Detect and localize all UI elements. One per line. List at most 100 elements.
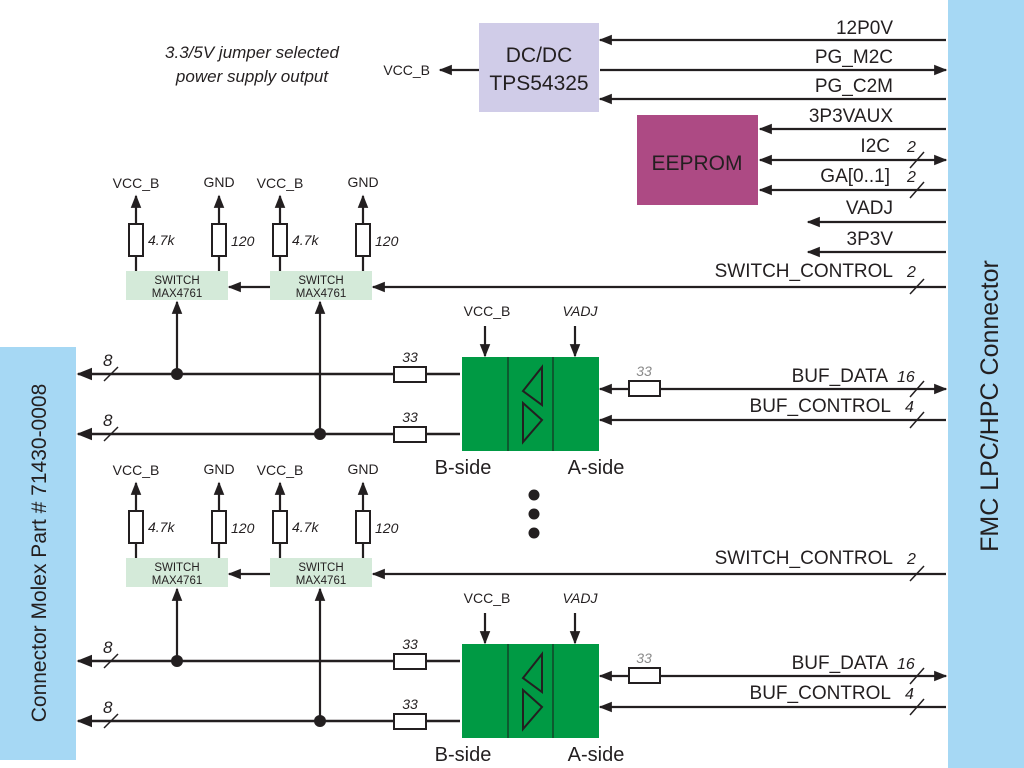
channel-1: SWITCHMAX4761VCC_B4.7kGND120SWITCHMAX476… [76, 174, 948, 479]
a-side-label: A-side [568, 744, 625, 766]
fmc-signal-pg-c2m: PG_C2M [598, 76, 946, 105]
pulldown-resistor [211, 510, 227, 544]
pullup-net-label: VCC_B [113, 175, 160, 191]
a-side-resistor [628, 380, 661, 397]
pulldown-net-label: GND [203, 174, 234, 190]
switch-label-line2: MAX4761 [152, 288, 203, 300]
switch-label-line1: SWITCH [154, 275, 199, 287]
switch-control-label: SWITCH_CONTROL [715, 261, 893, 282]
switch-label-line2: MAX4761 [152, 575, 203, 587]
bus-width-label: 8 [103, 351, 113, 370]
buffer-supply-a-label: VADJ [562, 303, 598, 319]
buf-control-label: BUF_CONTROL [750, 396, 891, 417]
pullup-resistor [128, 223, 144, 257]
switch-control-width: 2 [906, 551, 916, 568]
series-resistor [393, 426, 427, 443]
fmc-signal-ga: GA[0..1] 2 [758, 166, 946, 199]
series-resistor [393, 713, 427, 730]
molex-connector-label: Connector Molex Part # 71430-0008 [28, 384, 51, 723]
buffer-triangle-left-icon [521, 651, 543, 694]
pullup-resistor [128, 510, 144, 544]
switch-block [126, 558, 228, 587]
buf-data-label: BUF_DATA [792, 653, 889, 674]
bus-slash [909, 278, 925, 295]
bus-width-label: 8 [103, 698, 113, 717]
switch-control-label: SWITCH_CONTROL [715, 548, 893, 569]
bus-slash [909, 667, 925, 685]
a-side-resistor [628, 667, 661, 684]
svg-text:12P0V: 12P0V [836, 18, 893, 39]
series-resistor-value: 33 [402, 349, 418, 365]
bus-slash [103, 653, 119, 669]
bus-slash [909, 411, 925, 429]
pulldown-resistor [211, 223, 227, 257]
buf-control-label: BUF_CONTROL [750, 683, 891, 704]
dcdc-label-line2: TPS54325 [489, 72, 588, 95]
annotation-line2: power supply output [175, 67, 329, 86]
pullup-net-label: VCC_B [257, 462, 304, 478]
b-side-label: B-side [435, 744, 492, 766]
level-shifter-buffer [462, 357, 599, 451]
a-side-label: A-side [568, 457, 625, 479]
pullup-net-label: VCC_B [113, 462, 160, 478]
pullup-resistor [272, 223, 288, 257]
pullup-net-label: VCC_B [257, 175, 304, 191]
bus-slash [909, 565, 925, 582]
ellipsis-dot [528, 508, 540, 520]
buffer-triangle-right-icon [522, 687, 544, 732]
eeprom-block [637, 115, 758, 205]
fmc-signal-12p0v: 12P0V [598, 18, 946, 46]
fmc-signal-i2c: I2C 2 [758, 136, 948, 169]
bus-slash [103, 426, 119, 442]
buf-control-width: 4 [905, 686, 914, 703]
svg-text:2: 2 [906, 139, 916, 156]
switch-label-line2: MAX4761 [296, 288, 347, 300]
pulldown-value: 120 [375, 233, 399, 249]
fmc-signal-pg-m2c: PG_M2C [600, 47, 948, 76]
buffer-supply-a-label: VADJ [562, 590, 598, 606]
b-side-label: B-side [435, 457, 492, 479]
ellipsis-dot [528, 489, 540, 501]
bus-slash [909, 698, 925, 716]
eeprom-label: EEPROM [651, 152, 742, 175]
fmc-signal-3p3v: 3P3V [806, 229, 946, 258]
bus-slash [909, 380, 925, 398]
bus-width-label: 8 [103, 638, 113, 657]
molex-connector [0, 347, 76, 760]
pullup-value: 4.7k [148, 232, 175, 248]
dcdc-output-label: VCC_B [383, 62, 430, 78]
switch-label-line2: MAX4761 [296, 575, 347, 587]
buffer-supply-b-label: VCC_B [464, 303, 511, 319]
svg-text:VADJ: VADJ [846, 198, 893, 219]
switch-block [126, 271, 228, 300]
buffer-triangle-left-icon [521, 364, 543, 407]
series-resistor-value: 33 [402, 636, 418, 652]
fmc-signal-vadj: VADJ [806, 198, 946, 228]
fmc-connector-label: FMC LPC/HPC Connector [976, 260, 1004, 552]
series-resistor [393, 653, 427, 670]
bus-slash [103, 713, 119, 729]
pulldown-net-label: GND [347, 461, 378, 477]
a-side-resistor-value: 33 [636, 363, 652, 379]
series-resistor [393, 366, 427, 383]
buf-data-width: 16 [897, 656, 915, 673]
svg-text:2: 2 [906, 169, 916, 186]
buf-data-width: 16 [897, 369, 915, 386]
a-side-resistor-value: 33 [636, 650, 652, 666]
dcdc-label-line1: DC/DC [506, 44, 573, 67]
pulldown-value: 120 [231, 520, 255, 536]
buffer-supply-b-label: VCC_B [464, 590, 511, 606]
ellipsis-dot [528, 527, 540, 539]
pulldown-net-label: GND [347, 174, 378, 190]
series-resistor-value: 33 [402, 409, 418, 425]
pulldown-value: 120 [231, 233, 255, 249]
svg-text:PG_C2M: PG_C2M [815, 76, 893, 97]
svg-text:I2C: I2C [860, 136, 890, 157]
fmc-connector [948, 0, 1024, 768]
switch-block [270, 271, 372, 300]
level-shifter-buffer [462, 644, 599, 738]
